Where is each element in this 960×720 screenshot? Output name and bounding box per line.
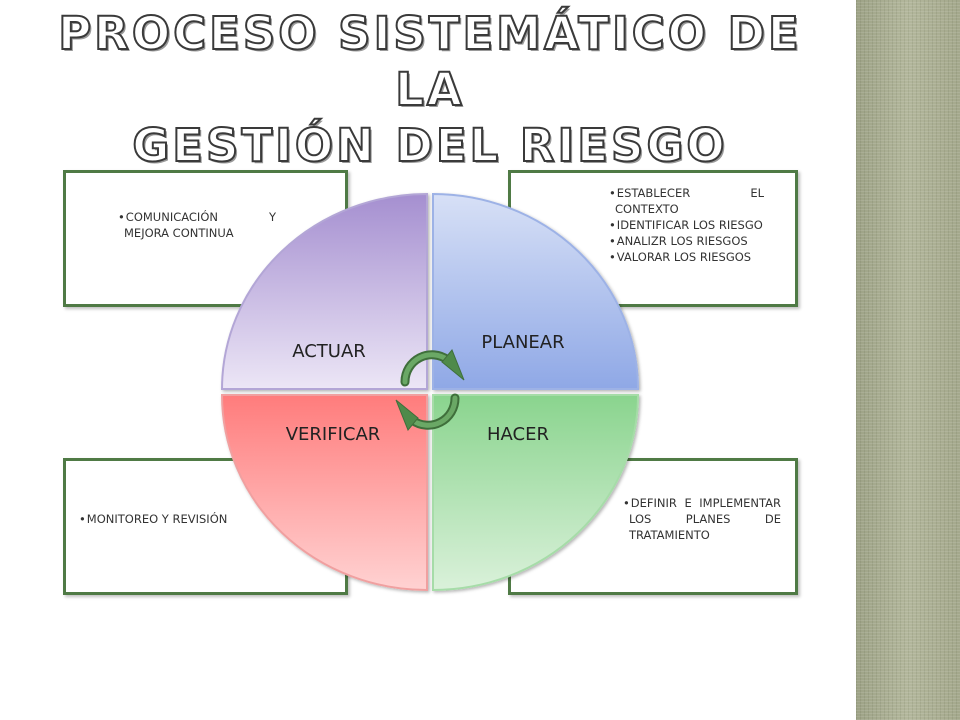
- quadrant-actuar: [220, 192, 428, 390]
- cycle-arrows-icon: [395, 349, 465, 431]
- list-item: IDENTIFICAR LOS RIESGO: [609, 217, 764, 233]
- box-comunicacion-list: COMUNICACIÓN Y MEJORA CONTINUA: [118, 209, 276, 241]
- box-monitoreo-list: MONITOREO Y REVISIÓN: [79, 511, 239, 527]
- title-line-1: PROCESO SISTEMÁTICO DE LA: [57, 6, 802, 117]
- decorative-side-strip: [856, 0, 960, 720]
- list-item: MONITOREO Y REVISIÓN: [79, 511, 239, 527]
- quadrant-planear: [432, 192, 640, 390]
- list-item: ANALIZR LOS RIESGOS: [609, 233, 764, 249]
- title-line-2: GESTIÓN DEL RIESGO: [131, 118, 728, 173]
- quadrant-label-planear: PLANEAR: [481, 332, 564, 353]
- page-title: PROCESO SISTEMÁTICO DE LA GESTIÓN DEL RI…: [40, 6, 820, 174]
- quadrant-label-hacer: HACER: [487, 424, 549, 445]
- quadrant-label-actuar: ACTUAR: [292, 341, 366, 362]
- box-planear-list: ESTABLECER EL CONTEXTO IDENTIFICAR LOS R…: [609, 185, 764, 265]
- list-item: VALORAR LOS RIESGOS: [609, 249, 764, 265]
- quadrant-verificar: [220, 394, 428, 592]
- quadrant-hacer: [432, 394, 640, 592]
- list-item: COMUNICACIÓN Y MEJORA CONTINUA: [118, 209, 276, 241]
- list-item: ESTABLECER EL CONTEXTO: [609, 185, 764, 217]
- box-hacer-tasks: DEFINIR E IMPLEMENTAR LOS PLANES DE TRAT…: [508, 458, 798, 595]
- quadrant-label-verificar: VERIFICAR: [286, 424, 381, 445]
- list-item: DEFINIR E IMPLEMENTAR LOS PLANES DE TRAT…: [623, 495, 781, 543]
- box-hacer-list: DEFINIR E IMPLEMENTAR LOS PLANES DE TRAT…: [623, 495, 781, 543]
